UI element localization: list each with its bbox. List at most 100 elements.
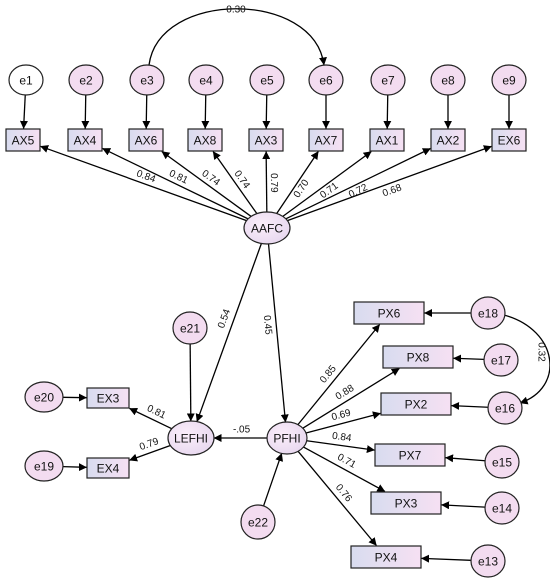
- ax4-label: AX4: [74, 134, 97, 148]
- e19-label: e19: [34, 460, 54, 474]
- px2-label: PX2: [405, 398, 428, 412]
- e15-shape: [484, 445, 520, 479]
- node-e14: e14: [484, 491, 520, 525]
- e20-label: e20: [34, 391, 54, 405]
- e8-label: e8: [441, 74, 455, 88]
- ex6-label: EX6: [498, 134, 521, 148]
- node-e3: e3: [129, 64, 165, 96]
- node-ax3: AX3: [248, 128, 284, 152]
- path-aafc-to-ex6: [287, 145, 492, 222]
- e21-label: e21: [180, 322, 200, 336]
- node-px2: PX2: [380, 392, 452, 416]
- ax8-shape: [187, 128, 223, 152]
- ax6-shape: [128, 128, 164, 152]
- e22-shape: [240, 504, 276, 540]
- pfhi-label: PFHI: [273, 432, 300, 446]
- e21-shape: [172, 311, 208, 345]
- node-e6: e6: [308, 64, 344, 96]
- coef-lefhi-to-ex3: 0.81: [145, 403, 168, 422]
- e9-shape: [491, 64, 527, 96]
- e19-shape: [24, 450, 64, 482]
- ax4-shape: [67, 128, 103, 152]
- node-ax1: AX1: [369, 128, 405, 152]
- path-e7-to-ax1: [383, 94, 392, 129]
- e20-shape: [24, 381, 64, 413]
- ax7-label: AX7: [315, 134, 338, 148]
- coef-aafc-to-pfhi: 0.45: [261, 315, 274, 336]
- path-lefhi-to-ex3: [129, 407, 173, 430]
- path-aafc-to-ax2: [285, 147, 431, 220]
- coef-pfhi-to-lefhi: -.05: [233, 425, 251, 436]
- px6-shape: [353, 301, 425, 325]
- e18-label: e18: [478, 307, 498, 321]
- path-e21-to-lefhi: [186, 343, 195, 422]
- px7-shape: [374, 443, 446, 467]
- node-e5: e5: [249, 64, 285, 96]
- e6-shape: [308, 64, 344, 96]
- ex6-shape: [491, 128, 527, 152]
- coef-pfhi-to-px3: 0.71: [335, 452, 358, 471]
- ax1-label: AX1: [376, 134, 399, 148]
- aafc-label: AAFC: [251, 222, 283, 236]
- e14-shape: [484, 491, 520, 525]
- e7-label: e7: [381, 74, 395, 88]
- node-ex6: EX6: [491, 128, 527, 152]
- path-e15-to-px7: [445, 454, 486, 463]
- node-px6: PX6: [353, 301, 425, 325]
- node-e2: e2: [68, 64, 104, 96]
- ax2-label: AX2: [437, 134, 460, 148]
- path-e17-to-px8: [453, 354, 485, 363]
- e7-shape: [370, 64, 406, 96]
- path-e2-to-ax4: [81, 94, 90, 129]
- node-e15: e15: [484, 445, 520, 479]
- node-ax5: AX5: [5, 128, 41, 152]
- ax5-shape: [5, 128, 41, 152]
- lefhi-label: LEFHI: [174, 432, 208, 446]
- px6-label: PX6: [378, 307, 401, 321]
- e1-label: e1: [19, 74, 33, 88]
- path-e1-to-ax5: [19, 94, 28, 129]
- coef-aafc-to-lefhi: 0.54: [216, 307, 233, 329]
- path-e16-to-px2: [451, 401, 489, 410]
- e4-label: e4: [199, 74, 213, 88]
- e8-shape: [430, 64, 466, 96]
- path-pfhi-to-px6: [297, 324, 381, 426]
- ex3-label: EX3: [97, 392, 120, 406]
- node-ex4: EX4: [86, 457, 130, 479]
- pfhi-shape: [266, 421, 308, 455]
- coef-pfhi-to-px7: 0.84: [331, 431, 352, 445]
- path-aafc-to-ax6: [161, 150, 252, 217]
- node-ax2: AX2: [430, 128, 466, 152]
- ax1-shape: [369, 128, 405, 152]
- px4-label: PX4: [375, 551, 398, 565]
- e9-label: e9: [502, 74, 516, 88]
- node-e20: e20: [24, 381, 64, 413]
- node-px3: PX3: [370, 491, 442, 515]
- node-e22: e22: [240, 504, 276, 540]
- e18-shape: [470, 296, 506, 330]
- ax7-shape: [308, 128, 344, 152]
- ax5-label: AX5: [12, 134, 35, 148]
- e5-label: e5: [260, 74, 274, 88]
- e15-label: e15: [492, 456, 512, 470]
- path-lefhi-to-ex4: [129, 444, 171, 462]
- coef-correlation-e18-e16: 0.32: [536, 342, 547, 362]
- coef-pfhi-to-px8: 0.88: [334, 383, 357, 403]
- path-pfhi-to-px8: [302, 367, 400, 429]
- path-e4-to-ax8: [201, 94, 210, 129]
- node-e1: e1: [8, 64, 44, 96]
- node-e17: e17: [483, 343, 519, 377]
- coef-aafc-to-ax4: 0.81: [167, 168, 190, 187]
- px3-label: PX3: [395, 497, 418, 511]
- e2-shape: [68, 64, 104, 96]
- coef-pfhi-to-px6: 0.85: [318, 363, 339, 385]
- px4-shape: [350, 545, 422, 569]
- correlation-e3-e6: [144, 8, 327, 74]
- aafc-shape: [243, 211, 291, 245]
- node-ax7: AX7: [308, 128, 344, 152]
- px7-label: PX7: [399, 449, 422, 463]
- ax6-label: AX6: [135, 134, 158, 148]
- e22-label: e22: [248, 516, 268, 530]
